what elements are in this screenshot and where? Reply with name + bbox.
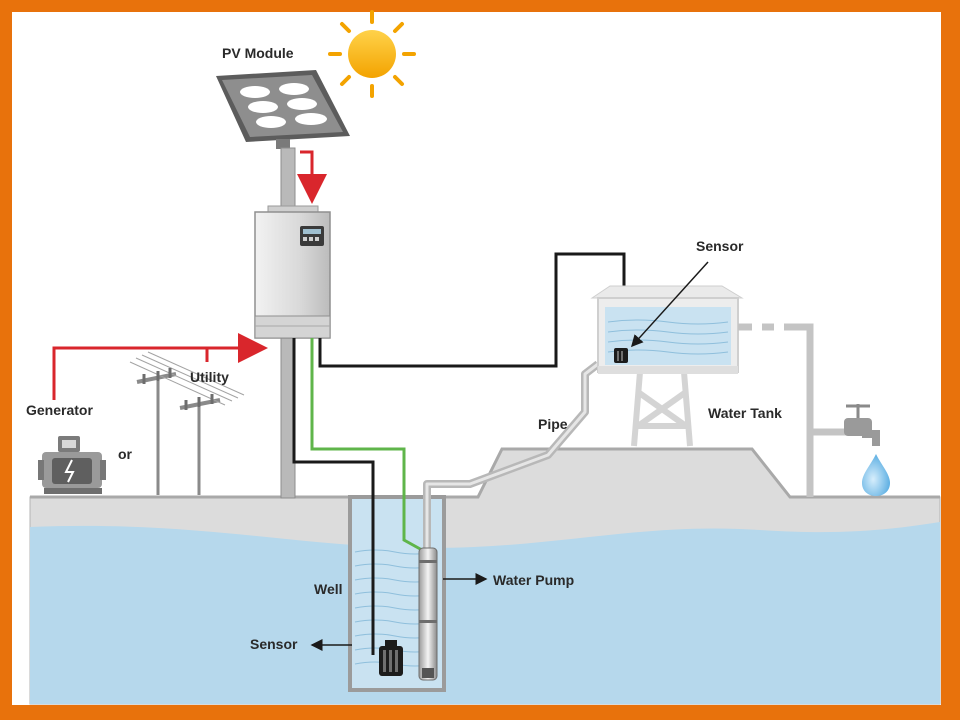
sensor-icon bbox=[379, 640, 403, 676]
tank-sensor-cable bbox=[318, 252, 626, 368]
ground-surface bbox=[30, 447, 940, 499]
controller-icon bbox=[254, 205, 331, 339]
water-pipe-highlight bbox=[425, 362, 599, 550]
grid-power-line bbox=[52, 333, 268, 400]
sun-icon bbox=[328, 10, 416, 98]
water-drop-icon bbox=[862, 454, 890, 496]
water-pump-label: Water Pump bbox=[493, 572, 574, 588]
utility-pole-icon bbox=[129, 351, 245, 495]
well-sensor-cable bbox=[292, 338, 375, 655]
utility-label: Utility bbox=[190, 369, 229, 385]
pump-power-cable bbox=[310, 338, 423, 552]
faucet-icon bbox=[844, 404, 880, 446]
or-label: or bbox=[118, 446, 133, 462]
generator-icon bbox=[38, 436, 106, 494]
well-sensor-label: Sensor bbox=[250, 636, 298, 652]
generator-label: Generator bbox=[26, 402, 93, 418]
tank-sensor-label: Sensor bbox=[696, 238, 744, 254]
tank-sensor-icon bbox=[614, 348, 628, 363]
well-label: Well bbox=[314, 581, 343, 597]
tank-sensor-pointer bbox=[630, 261, 709, 348]
pipe-label: Pipe bbox=[538, 416, 568, 432]
water-tank-label: Water Tank bbox=[708, 405, 782, 421]
pv-module-label: PV Module bbox=[222, 45, 294, 61]
submersible-pump-icon bbox=[418, 547, 438, 681]
groundwater bbox=[30, 522, 940, 704]
outlet-pipe bbox=[738, 323, 814, 497]
pv-power-line bbox=[297, 150, 327, 204]
solar-panel-icon bbox=[216, 70, 350, 149]
